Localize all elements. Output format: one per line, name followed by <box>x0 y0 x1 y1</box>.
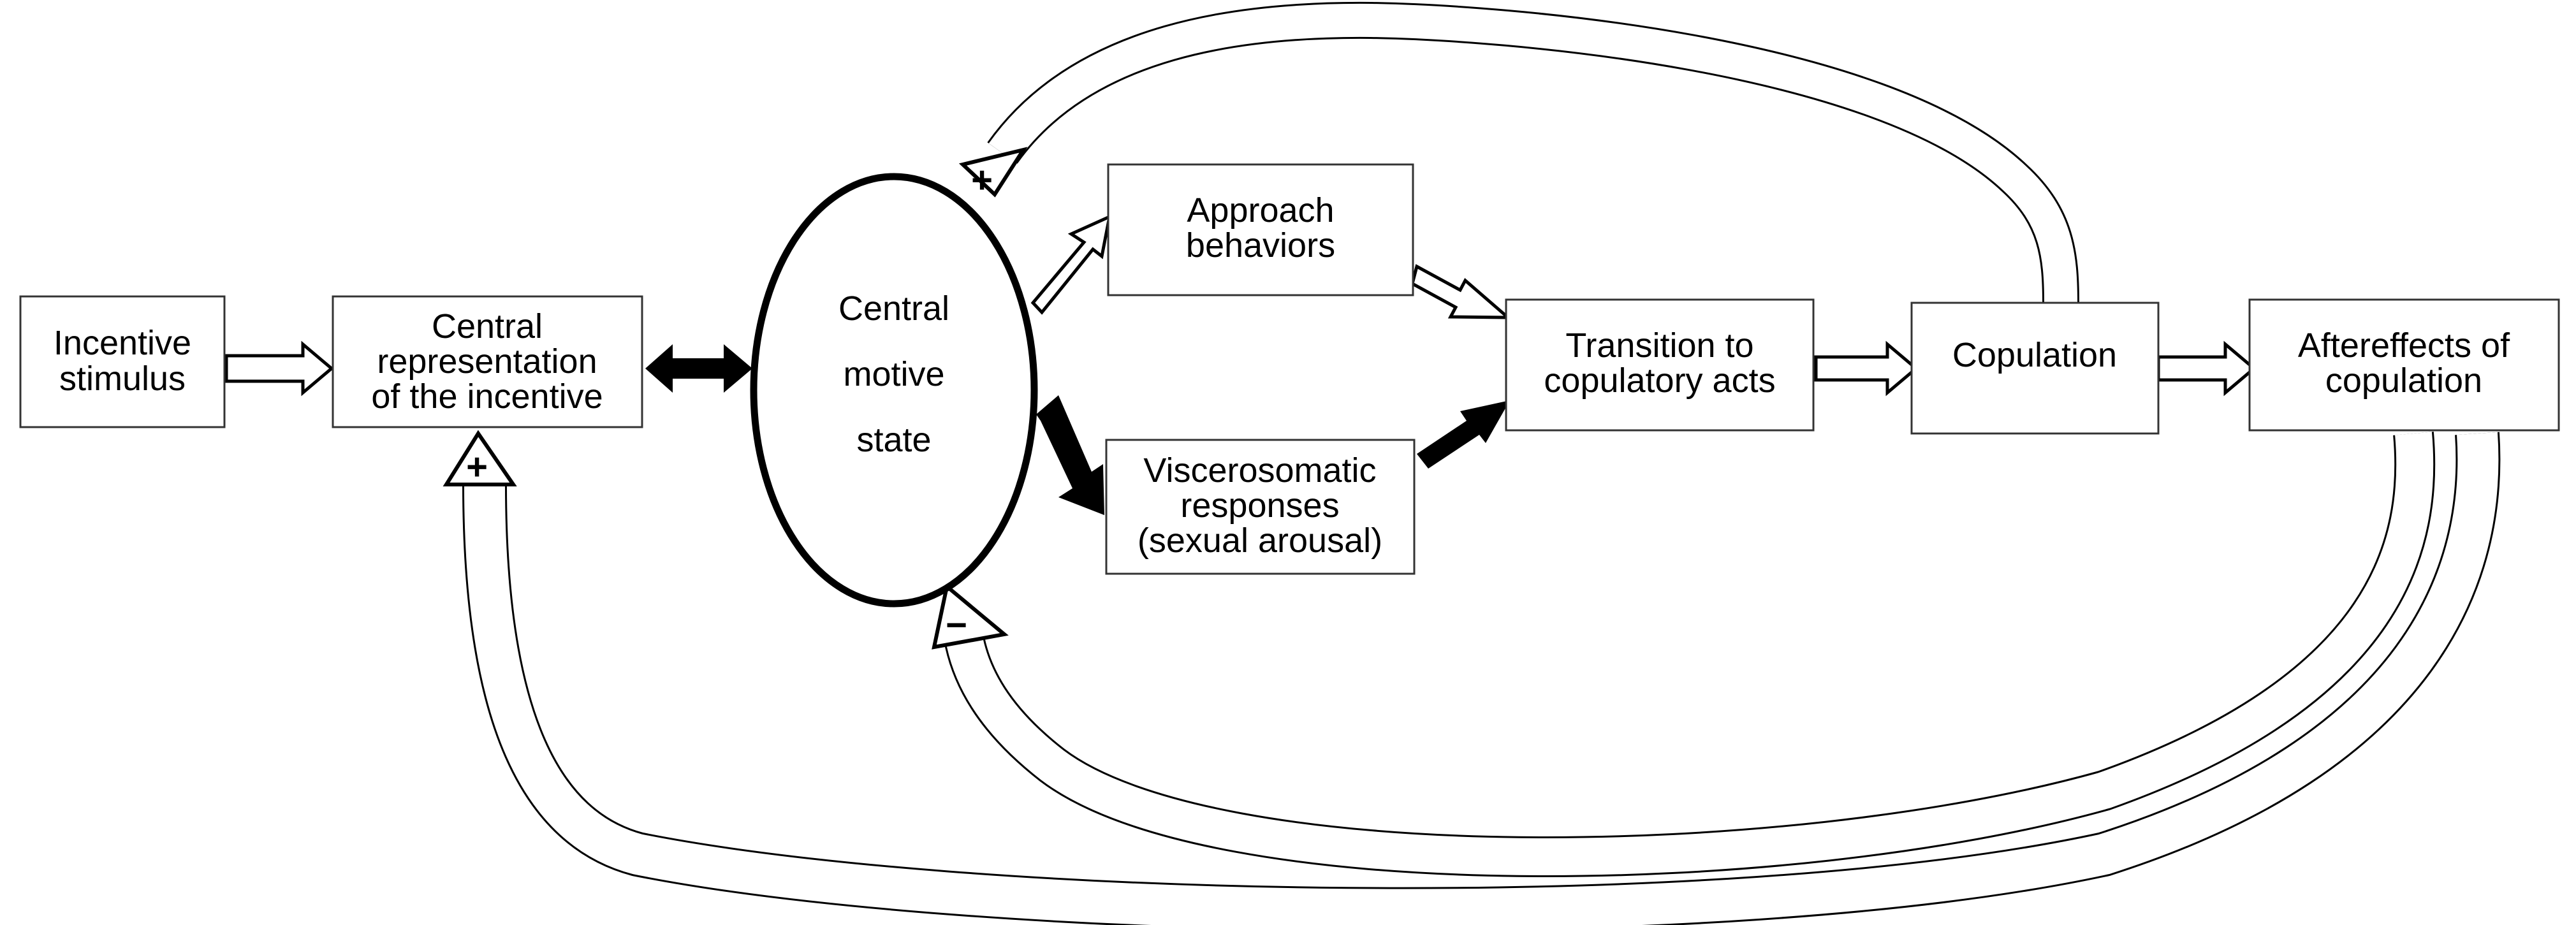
node-label-line: Approach <box>1187 191 1334 229</box>
arrow-copulation-to-aftereffects <box>2156 340 2257 397</box>
node-label-line: Central <box>432 307 543 346</box>
node-label-line: of the incentive <box>371 377 603 416</box>
sign-plus-aftereffects-to-representation: + <box>466 446 488 488</box>
node-label-line: representation <box>377 342 597 381</box>
arrow-transition-to-copulation <box>1814 340 1919 397</box>
feedback-arrow-copulation-to-motive-state <box>958 1 2079 303</box>
node-label-line: copulatory acts <box>1544 361 1775 400</box>
node-central-motive-state: Central motive state <box>750 173 1038 608</box>
node-copulation: Copulation <box>1910 302 2160 435</box>
node-incentive-stimulus: Incentive stimulus <box>19 295 226 428</box>
node-central-representation: Central representation of the incentive <box>332 295 643 428</box>
node-label-line: motive <box>843 355 944 393</box>
node-label-line: responses <box>1180 486 1339 525</box>
node-label-line: state <box>856 421 931 459</box>
node-label-line: Incentive <box>54 324 191 362</box>
sign-plus-copulation-to-motive: + <box>971 159 993 201</box>
feedback-arrow-aftereffects-to-motive-state <box>932 432 2436 878</box>
node-label-line: copulation <box>2325 361 2482 400</box>
arrow-representation-motive-state-bidirectional <box>645 344 752 393</box>
node-label-line: behaviors <box>1186 226 1335 265</box>
node-label-line: Central <box>838 289 949 328</box>
node-label-line: stimulus <box>59 360 186 398</box>
feedback-arrow-aftereffects-to-representation <box>443 430 2501 925</box>
node-label-line: Viscerosomatic <box>1143 451 1376 490</box>
arrow-viscerosomatic-to-transition <box>1417 400 1510 469</box>
node-label-line: Copulation <box>1952 336 2117 374</box>
node-label-line: (sexual arousal) <box>1138 521 1382 560</box>
node-viscerosomatic-responses: Viscerosomatic responses (sexual arousal… <box>1105 439 1416 575</box>
node-label-line: Aftereffects of <box>2298 326 2510 365</box>
node-aftereffects-of-copulation: Aftereffects of copulation <box>2248 298 2560 432</box>
arrow-approach-to-transition <box>1410 264 1512 319</box>
node-label-line: Transition to <box>1565 326 1753 365</box>
arrow-motive-state-to-approach <box>1030 214 1112 315</box>
arrow-motive-state-to-viscerosomatic <box>1036 395 1104 515</box>
arrow-stimulus-to-representation <box>224 340 334 397</box>
node-approach-behaviors: Approach behaviors <box>1107 163 1414 296</box>
sign-minus-aftereffects-to-motive: − <box>946 604 967 646</box>
node-transition-to-copulatory-acts: Transition to copulatory acts <box>1505 298 1815 432</box>
